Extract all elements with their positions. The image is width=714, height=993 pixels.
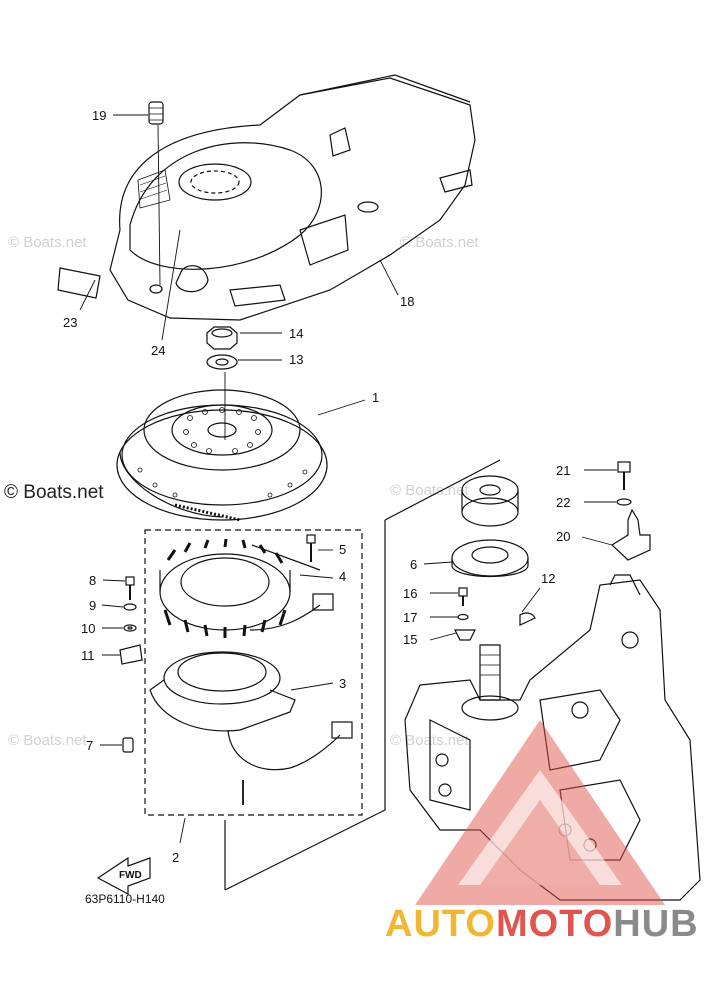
callout-12: 12: [541, 571, 555, 586]
brand-part-1: AUTO: [385, 903, 496, 945]
screw-parts: [454, 587, 476, 641]
callout-14: 14: [289, 326, 303, 341]
group-outline: [384, 459, 501, 521]
callout-2: 2: [172, 850, 179, 865]
callout-8: 8: [89, 573, 96, 588]
watermark: © Boats.net: [400, 234, 479, 251]
callout-9: 9: [89, 598, 96, 613]
stator-assembly-box: [144, 529, 363, 816]
grommet-part: [148, 101, 164, 125]
callout-10: 10: [81, 621, 95, 636]
watermark-dark: © Boats.net: [4, 482, 104, 503]
leader-lines: [79, 114, 617, 844]
brand-logo-triangle: [415, 720, 665, 905]
flywheel-part: [116, 389, 328, 522]
callout-15: 15: [403, 632, 417, 647]
callout-3: 3: [339, 676, 346, 691]
washer-part: [206, 354, 238, 370]
drive-gear-part: [451, 475, 529, 578]
grommet-part: [149, 284, 163, 294]
callout-11: 11: [81, 648, 95, 663]
fwd-label: FWD: [119, 870, 142, 881]
callout-7: 7: [86, 738, 93, 753]
callout-16: 16: [403, 586, 417, 601]
callout-1: 1: [372, 390, 379, 405]
flywheel-cover-part: [109, 74, 476, 321]
sensor-parts: [611, 461, 651, 561]
callout-6: 6: [410, 557, 417, 572]
brand-part-3: HUB: [613, 903, 699, 945]
diagram-code: 63P6110-H140: [85, 892, 165, 906]
callout-18: 18: [400, 294, 414, 309]
callout-23: 23: [63, 315, 77, 330]
callout-21: 21: [556, 463, 570, 478]
brand-wordmark: AUTOMOTOHUB: [385, 903, 699, 946]
bolt-part: [306, 534, 316, 562]
callout-4: 4: [339, 569, 346, 584]
callout-24: 24: [151, 343, 165, 358]
callout-13: 13: [289, 352, 303, 367]
stator-part: [159, 538, 334, 638]
callout-20: 20: [556, 529, 570, 544]
watermark: © Boats.net: [8, 732, 87, 749]
callout-22: 22: [556, 495, 570, 510]
nut-part: [206, 326, 238, 350]
callout-19: 19: [92, 108, 106, 123]
group-outline: [251, 544, 321, 571]
base-plate-part: [149, 651, 353, 805]
brand-part-2: MOTO: [495, 903, 614, 945]
group-outline: [224, 520, 386, 891]
watermark: © Boats.net: [8, 234, 87, 251]
label-part: [57, 267, 101, 299]
fwd-arrow-icon: FWD: [96, 856, 151, 895]
small-parts: [119, 576, 143, 753]
callout-17: 17: [403, 610, 417, 625]
callout-5: 5: [339, 542, 346, 557]
